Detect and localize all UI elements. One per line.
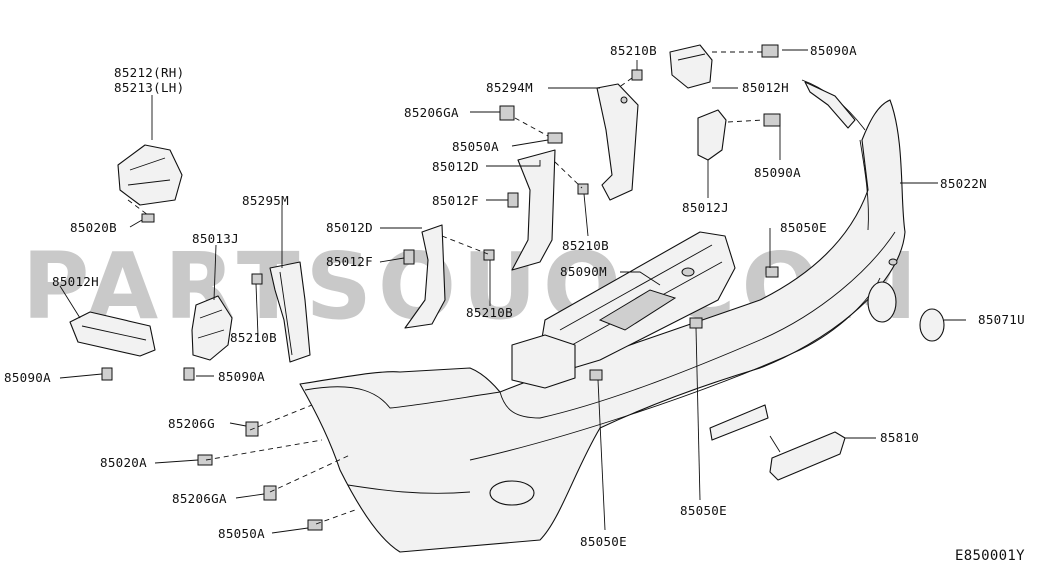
callout-85295m[interactable]: 85295M (242, 193, 289, 208)
callout-85020a[interactable]: 85020A (100, 455, 147, 470)
callout-85210b-top[interactable]: 85210B (610, 43, 657, 58)
clip-85206ga-top[interactable] (499, 105, 515, 121)
bolt-85012f-upper[interactable] (507, 192, 519, 208)
callout-85206g[interactable]: 85206G (168, 416, 215, 431)
bracket-85012d-upper-part[interactable] (511, 149, 556, 271)
clip-85050e-bottom[interactable] (589, 369, 603, 381)
diagram-code: E850001Y (955, 548, 1025, 564)
callout-85090m[interactable]: 85090M (560, 264, 607, 279)
leader-lines (59, 49, 946, 534)
callout-85020b[interactable]: 85020B (70, 220, 117, 235)
callout-85050a-bottom[interactable]: 85050A (218, 526, 265, 541)
bolt-85050a-bottom[interactable] (307, 519, 323, 531)
bracket-85012h-right-part[interactable] (669, 44, 713, 89)
callout-labels: 85212(RH) 85213(LH) 85020B 85012H 85090A… (4, 43, 1025, 549)
callout-85090a-top-right[interactable]: 85090A (810, 43, 857, 58)
bracket-85012d-lower-part[interactable] (404, 224, 446, 329)
callout-85090a-right[interactable]: 85090A (754, 165, 801, 180)
bumper-absorber-part[interactable] (511, 231, 736, 389)
callout-85206ga-top[interactable]: 85206GA (404, 105, 459, 120)
callout-85012d-upper[interactable]: 85012D (432, 159, 479, 174)
bolt-85090a-left[interactable] (101, 367, 113, 381)
callout-85050e-bottom[interactable]: 85050E (580, 534, 627, 549)
bolt-85050a-top[interactable] (547, 132, 563, 144)
rear-bumper-fascia-part[interactable] (299, 79, 906, 553)
callout-85012d-lower[interactable]: 85012D (326, 220, 373, 235)
callout-85090a-mid[interactable]: 85090A (218, 369, 265, 384)
side-bracket-85013j-part[interactable] (191, 295, 233, 361)
callout-85050e-upper[interactable]: 85050E (780, 220, 827, 235)
callout-85022n[interactable]: 85022N (940, 176, 987, 191)
bolt-85090a-right[interactable] (763, 113, 781, 127)
assembly-dashed-lines (127, 51, 765, 525)
bolt-85020b[interactable] (141, 213, 155, 223)
clip-85050e-mid[interactable] (689, 317, 703, 329)
stay-85294m-part[interactable] (596, 83, 639, 201)
reflex-lamp-part[interactable] (117, 144, 183, 206)
nut-85210b-center[interactable] (483, 249, 495, 261)
bolt-85012f-lower[interactable] (403, 249, 415, 265)
cap-85071u-part[interactable] (919, 308, 945, 342)
nut-85210b-right[interactable] (577, 183, 589, 195)
callout-85090a-left[interactable]: 85090A (4, 370, 51, 385)
callout-85012h-left[interactable]: 85012H (52, 274, 99, 289)
bolt-85090a-mid[interactable] (183, 367, 195, 381)
callout-85071u[interactable]: 85071U (978, 312, 1025, 327)
callout-85210b-right[interactable]: 85210B (562, 238, 609, 253)
callout-85213-lh[interactable]: 85213(LH) (114, 80, 184, 95)
stay-85295m-part[interactable] (269, 261, 311, 363)
clip-85050e-upper[interactable] (765, 266, 779, 278)
reflector-85810-part[interactable] (769, 431, 846, 481)
nut-85210b-left[interactable] (251, 273, 263, 285)
bracket-85012j-part[interactable] (697, 109, 727, 161)
callout-85012f-lower[interactable]: 85012F (326, 254, 373, 269)
callout-85210b-center[interactable]: 85210B (466, 305, 513, 320)
callout-85210b-left[interactable]: 85210B (230, 330, 277, 345)
callout-85012h-right[interactable]: 85012H (742, 80, 789, 95)
callout-85050e-mid[interactable]: 85050E (680, 503, 727, 518)
nut-85210b-top[interactable] (631, 69, 643, 81)
callout-85012j[interactable]: 85012J (682, 200, 729, 215)
callout-85050a-top[interactable]: 85050A (452, 139, 499, 154)
clip-85206ga-bottom[interactable] (263, 485, 277, 501)
bracket-85012h-left-part[interactable] (69, 311, 156, 357)
callout-85013j[interactable]: 85013J (192, 231, 239, 246)
callout-85206ga-bottom[interactable]: 85206GA (172, 491, 227, 506)
bolt-85020a[interactable] (197, 454, 213, 466)
callout-85012f-upper[interactable]: 85012F (432, 193, 479, 208)
callout-85810[interactable]: 85810 (880, 430, 919, 445)
bolt-85090a-top-right[interactable] (761, 44, 779, 58)
callout-85212-rh[interactable]: 85212(RH) (114, 65, 184, 80)
callout-85294m[interactable]: 85294M (486, 80, 533, 95)
